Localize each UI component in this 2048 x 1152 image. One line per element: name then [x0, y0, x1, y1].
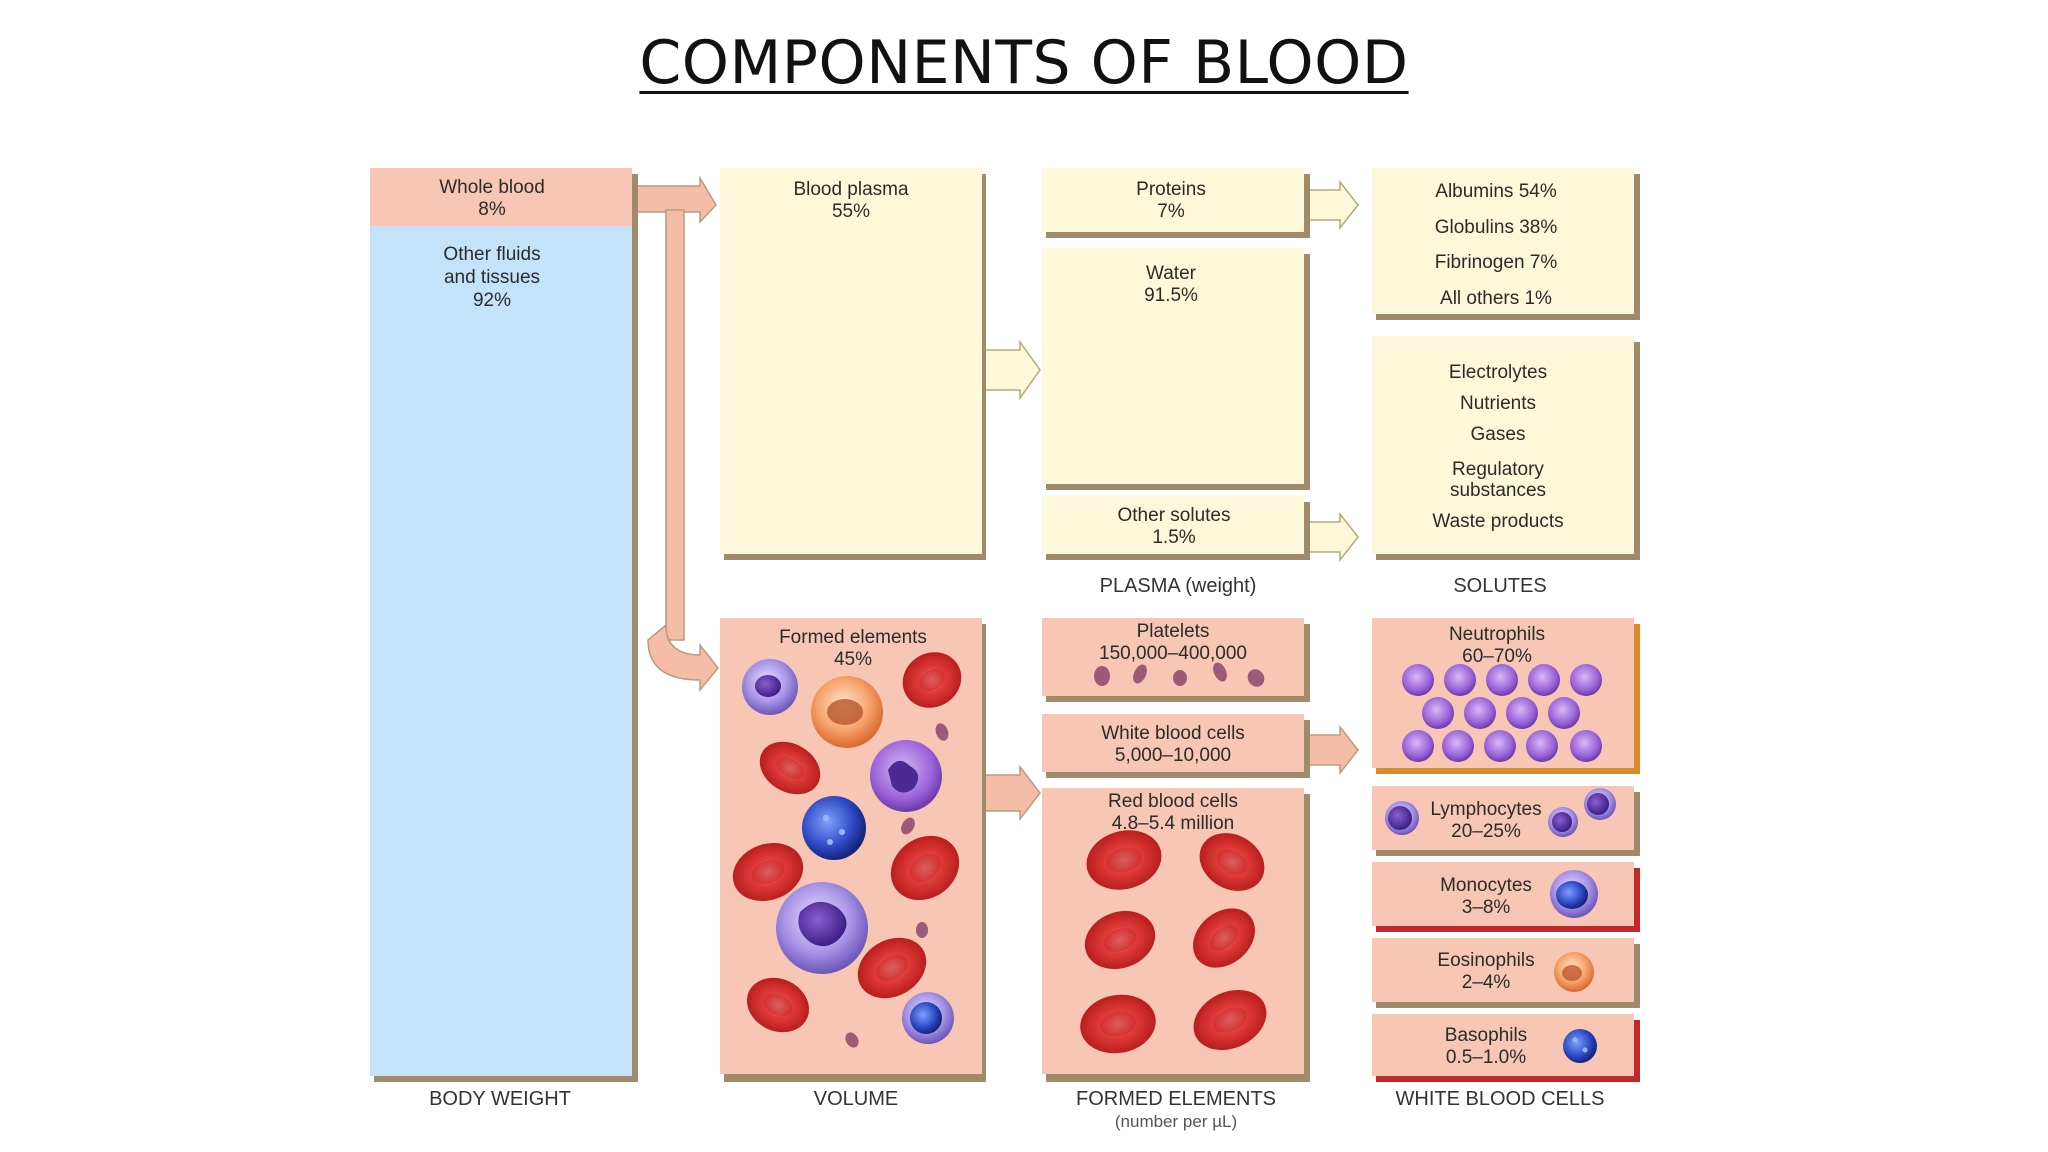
slide-title: COMPONENTS OF BLOOD: [639, 28, 1409, 98]
water-box: [1042, 248, 1304, 484]
regulatory-label: Regulatory: [1452, 459, 1544, 480]
white-blood-cells-label: White blood cells: [1101, 723, 1245, 744]
white-blood-cells-column: Neutrophils 60–70% Lymphocytes 20–25% Mo…: [1372, 618, 1640, 1110]
other-solutes-label: Other solutes: [1118, 505, 1231, 526]
connector-arrows: [635, 175, 1359, 822]
arrow-branch-vertical: [665, 209, 685, 641]
water-value: 91.5%: [1144, 285, 1198, 306]
other-solutes-list-box: [1372, 336, 1634, 554]
monocytes-illustration: [1550, 870, 1598, 918]
other-solutes-value: 1.5%: [1152, 527, 1195, 548]
proteins-value: 7%: [1157, 201, 1185, 222]
lymphocytes-illustration: [1385, 788, 1616, 837]
neutrophils-label: Neutrophils: [1449, 624, 1545, 645]
formed-elements-label: Formed elements: [779, 627, 927, 648]
electrolytes-label: Electrolytes: [1449, 362, 1547, 383]
arrow-solutes-to-other: [1305, 511, 1359, 563]
body-weight-column-label: BODY WEIGHT: [429, 1088, 571, 1110]
red-blood-cells-label: Red blood cells: [1108, 791, 1238, 812]
neutrophils-value: 60–70%: [1462, 646, 1532, 667]
white-blood-cell-illustration: [742, 659, 954, 1044]
other-fluids-value: 92%: [473, 290, 511, 311]
other-fluids-label-1: Other fluids: [443, 244, 540, 265]
lymphocytes-label: Lymphocytes: [1430, 799, 1541, 820]
gases-label: Gases: [1471, 424, 1526, 445]
water-label: Water: [1146, 263, 1197, 284]
blood-plasma-label: Blood plasma: [793, 179, 909, 200]
other-fluids-label-2: and tissues: [444, 267, 540, 288]
arrow-proteins-to-solutes: [1305, 179, 1359, 231]
formed-elements-column-label: FORMED ELEMENTS: [1076, 1088, 1276, 1110]
platelets-value: 150,000–400,000: [1099, 643, 1247, 664]
substances-label: substances: [1450, 480, 1546, 501]
plasma-weight-column-label: PLASMA (weight): [1100, 575, 1257, 597]
proteins-label: Proteins: [1136, 179, 1206, 200]
white-blood-cells-value: 5,000–10,000: [1115, 745, 1231, 766]
arrow-whole-to-plasma: [635, 175, 717, 224]
protein-solutes-box: [1372, 168, 1634, 314]
platelets-label: Platelets: [1137, 621, 1210, 642]
other-solutes-box: [1042, 496, 1304, 554]
white-blood-cells-box: [1042, 714, 1304, 772]
albumins-label: Albumins 54%: [1435, 181, 1557, 202]
all-others-label: All others 1%: [1440, 288, 1552, 309]
neutrophils-illustration: [1402, 664, 1602, 762]
volume-column-label: VOLUME: [814, 1088, 898, 1110]
solutes-column-label: SOLUTES: [1453, 575, 1546, 597]
white-blood-cells-column-label: WHITE BLOOD CELLS: [1396, 1088, 1605, 1110]
fibrinogen-label: Fibrinogen 7%: [1435, 252, 1558, 273]
red-blood-cells-value: 4.8–5.4 million: [1112, 813, 1235, 834]
whole-blood-box: [370, 168, 632, 226]
waste-products-label: Waste products: [1432, 511, 1563, 532]
formed-elements-column-sublabel: (number per µL): [1115, 1112, 1237, 1131]
arrow-to-formed: [647, 623, 719, 693]
body-weight-column: Whole blood 8% Other fluids and tissues …: [370, 168, 638, 1110]
eosinophils-value: 2–4%: [1462, 972, 1511, 993]
eosinophils-illustration: [1554, 952, 1594, 992]
solutes-column: Albumins 54% Globulins 38% Fibrinogen 7%…: [1372, 168, 1640, 597]
proteins-box: [1042, 168, 1304, 232]
basophils-label: Basophils: [1445, 1025, 1527, 1046]
formed-elements-value: 45%: [834, 649, 872, 670]
red-blood-cells-illustration: [1080, 830, 1267, 1054]
blood-plasma-value: 55%: [832, 201, 870, 222]
formed-elements-column: Platelets 150,000–400,000 White blood ce…: [1042, 618, 1310, 1131]
basophils-illustration: [1563, 1029, 1597, 1063]
red-blood-cell-illustration: [732, 652, 962, 1033]
lymphocytes-value: 20–25%: [1451, 821, 1521, 842]
arrow-formed-to-cells: [984, 764, 1041, 822]
eosinophils-label: Eosinophils: [1437, 950, 1534, 971]
plasma-weight-column: Proteins 7% Water 91.5% Other solutes 1.…: [1042, 168, 1310, 597]
whole-blood-value: 8%: [478, 199, 506, 220]
monocytes-value: 3–8%: [1462, 897, 1511, 918]
nutrients-label: Nutrients: [1460, 393, 1536, 414]
arrow-plasma-to-water: [984, 339, 1041, 401]
blood-plasma-box: [720, 168, 982, 554]
globulins-label: Globulins 38%: [1435, 217, 1558, 238]
arrow-wbc-to-types: [1305, 724, 1359, 776]
monocytes-label: Monocytes: [1440, 875, 1532, 896]
basophils-value: 0.5–1.0%: [1446, 1047, 1526, 1068]
formed-elements-cells-illustration: [732, 652, 962, 1048]
whole-blood-label: Whole blood: [439, 177, 545, 198]
other-fluids-box: [370, 224, 632, 1076]
volume-column: Blood plasma 55% Formed elements 45%: [720, 168, 986, 1110]
platelets-illustration: [1094, 662, 1265, 687]
platelet-illustration: [845, 723, 949, 1048]
